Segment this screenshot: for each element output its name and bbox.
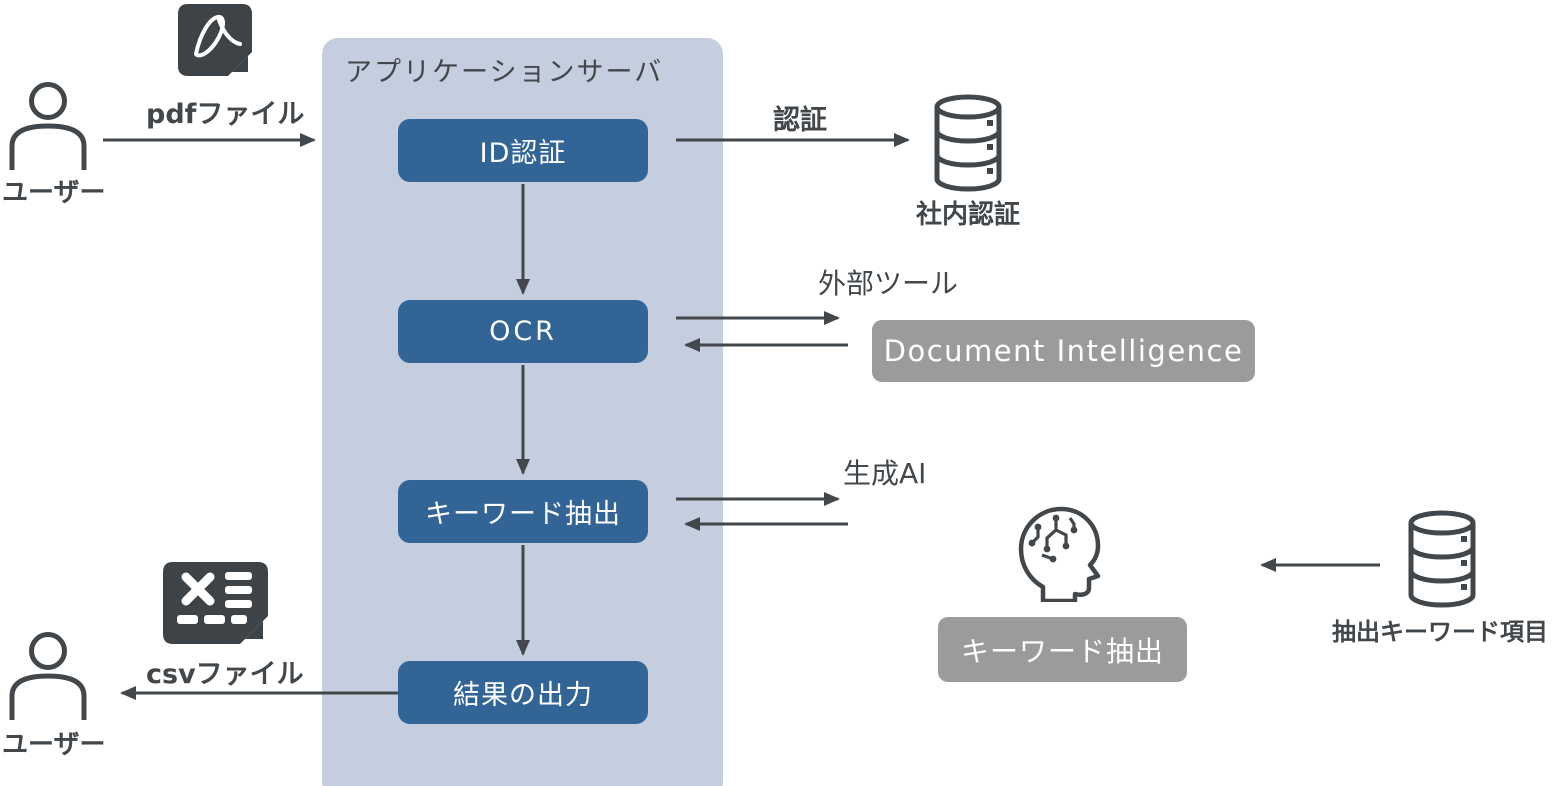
csv-file-label: csvファイル bbox=[146, 659, 304, 690]
user-icon bbox=[9, 632, 87, 720]
pdf-file-icon bbox=[178, 4, 252, 76]
pdf-file-label: pdfファイル bbox=[146, 99, 305, 130]
step-output-result: 結果の出力 bbox=[398, 661, 648, 724]
user-icon bbox=[9, 82, 87, 170]
document-intelligence-label: Document Intelligence bbox=[883, 334, 1244, 368]
csv-file-icon bbox=[163, 562, 268, 644]
gen-ai-keyword-label: キーワード抽出 bbox=[960, 634, 1164, 668]
internal-auth-database-icon bbox=[934, 94, 1002, 192]
ai-head-icon bbox=[1018, 506, 1101, 602]
keyword-item-database-icon bbox=[1408, 510, 1476, 608]
user-top-label: ユーザー bbox=[2, 178, 106, 208]
step-keyword-extraction: キーワード抽出 bbox=[398, 480, 648, 543]
gen-ai-keyword-box: キーワード抽出 bbox=[938, 617, 1187, 682]
step-ocr-label: OCR bbox=[489, 316, 557, 347]
auth-arrow-label: 認証 bbox=[773, 105, 827, 136]
internal-auth-db-label: 社内認証 bbox=[915, 200, 1020, 230]
external-tool-heading: 外部ツール bbox=[818, 267, 959, 300]
application-server-title: アプリケーションサーバ bbox=[345, 57, 664, 88]
user-bottom-label: ユーザー bbox=[2, 730, 106, 760]
gen-ai-heading: 生成AI bbox=[843, 457, 927, 490]
keyword-item-db-label: 抽出キーワード項目 bbox=[1332, 618, 1548, 646]
step-ocr: OCR bbox=[398, 300, 648, 363]
step-keyword-extraction-label: キーワード抽出 bbox=[425, 499, 621, 530]
step-id-auth-label: ID認証 bbox=[479, 138, 567, 169]
step-id-auth: ID認証 bbox=[398, 119, 648, 182]
step-output-result-label: 結果の出力 bbox=[453, 680, 593, 711]
document-intelligence-box: Document Intelligence bbox=[872, 320, 1255, 382]
